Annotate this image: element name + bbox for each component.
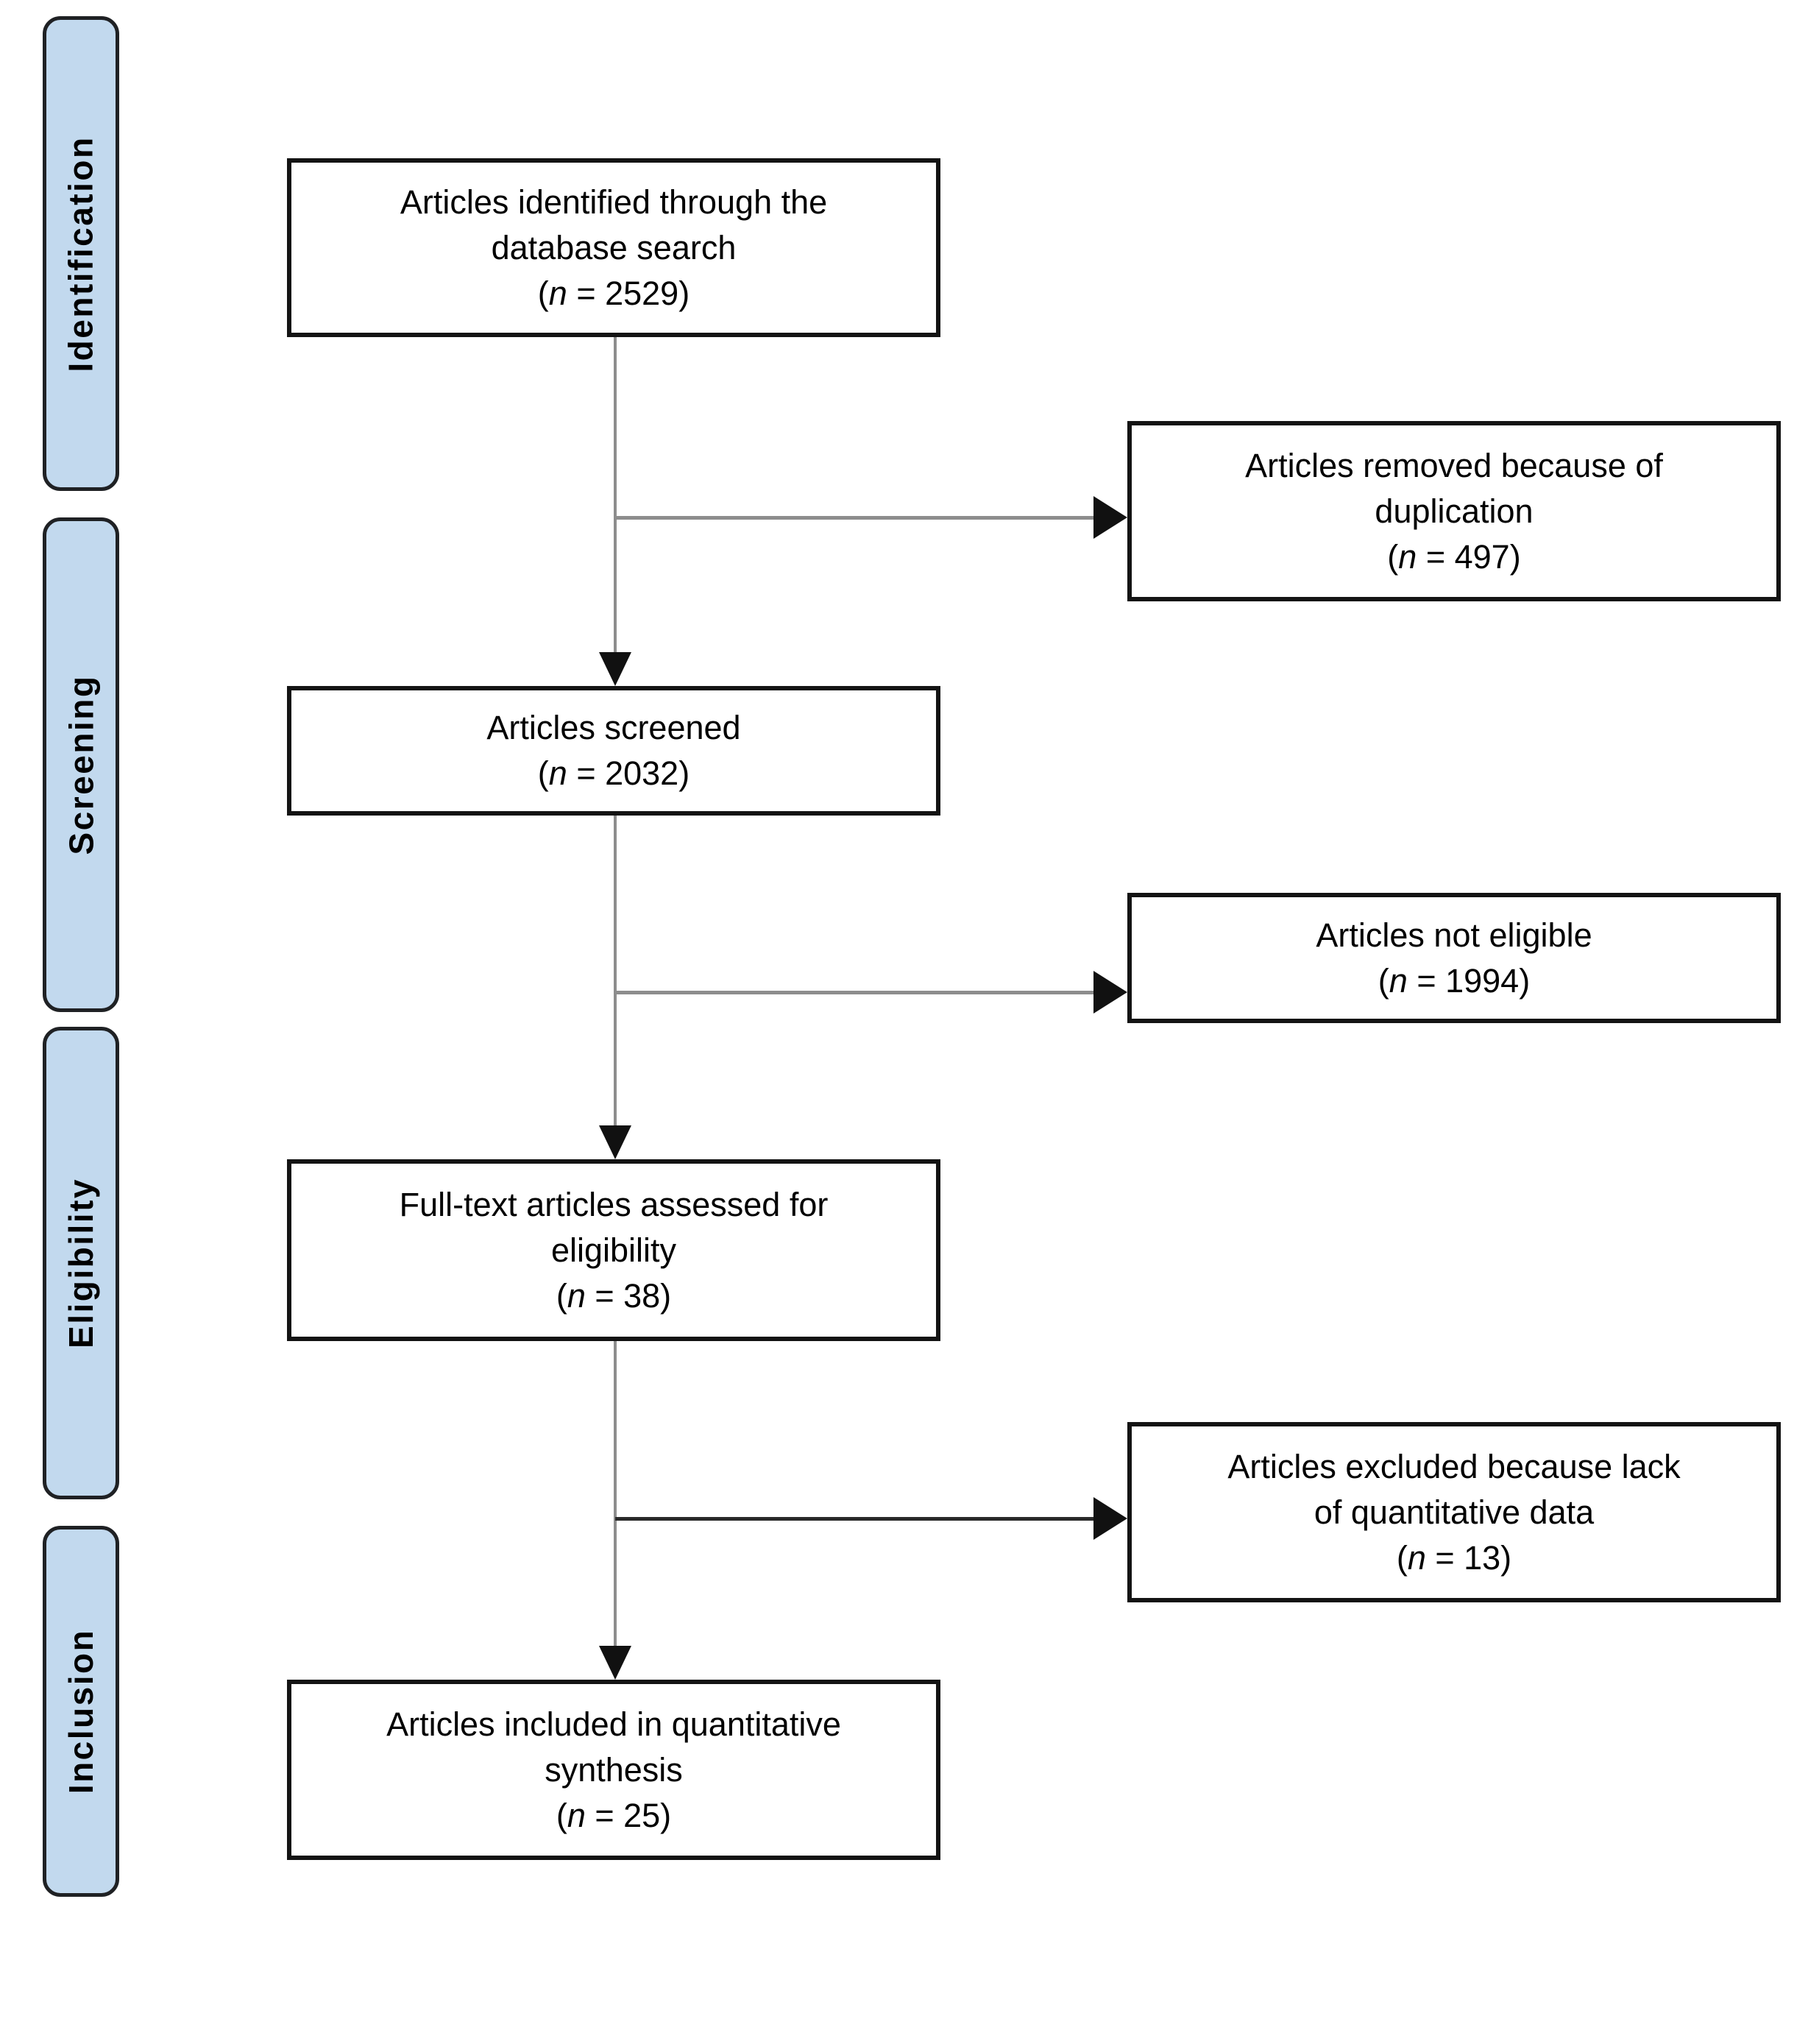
arrowhead-down-icon [599,1125,631,1159]
box-text-line: of quantitative data [1314,1493,1595,1531]
arrowhead-down-icon [599,652,631,686]
box-text-line: Articles screened [486,709,741,746]
box-count: (n = 25) [556,1796,672,1834]
stage-label-inclusion: Inclusion [62,1628,100,1794]
connector-line-fulltext-to-included [614,1341,617,1647]
arrowhead-down-icon [599,1646,631,1680]
box-text-line: database search [491,228,737,266]
flow-box-not-eligible: Articles not eligible (n = 1994) [1127,893,1781,1023]
box-count: (n = 13) [1396,1538,1512,1577]
flow-box-articles-included: Articles included in quantitative synthe… [287,1680,940,1860]
connector-line-screened-to-fulltext [614,816,617,1127]
arrowhead-right-icon [1093,496,1127,539]
box-text-line: Articles included in quantitative [386,1705,841,1743]
flow-box-articles-screened: Articles screened (n = 2032) [287,686,940,816]
flow-box-articles-identified: Articles identified through the database… [287,158,940,337]
stage-label-eligibility: Eligibility [62,1178,100,1348]
box-count: (n = 497) [1387,537,1521,576]
branch-line-duplication [615,516,1095,520]
flow-box-excluded-no-quantitative-data: Articles excluded because lack of quanti… [1127,1422,1781,1602]
stage-label-identification: Identification [62,135,101,372]
box-text-line: Articles excluded because lack [1227,1447,1681,1485]
flow-box-fulltext-assessed: Full-text articles assessed for eligibil… [287,1159,940,1341]
arrowhead-right-icon [1093,971,1127,1014]
flow-box-removed-duplication: Articles removed because of duplication … [1127,421,1781,601]
box-text-line: eligibility [550,1231,677,1269]
connector-line-identified-to-screened [614,337,617,654]
stage-pill-identification: Identification [43,16,119,491]
box-count: (n = 38) [556,1276,672,1315]
arrowhead-right-icon [1093,1497,1127,1540]
box-text-line: Articles identified through the [400,183,828,221]
box-text-line: duplication [1375,492,1534,530]
stage-pill-eligibility: Eligibility [43,1027,119,1499]
stage-pill-inclusion: Inclusion [43,1526,119,1897]
box-count: (n = 1994) [1378,961,1531,1000]
branch-line-excluded [615,1517,1095,1521]
branch-line-noteligible [615,991,1095,994]
box-count: (n = 2032) [537,754,690,792]
box-text-line: synthesis [545,1750,683,1789]
box-count: (n = 2529) [537,274,690,312]
box-text-line: Articles removed because of [1245,446,1663,484]
stage-label-screening: Screening [62,674,101,855]
stage-pill-screening: Screening [43,517,119,1012]
box-text-line: Articles not eligible [1316,916,1592,954]
box-text-line: Full-text articles assessed for [399,1185,829,1223]
